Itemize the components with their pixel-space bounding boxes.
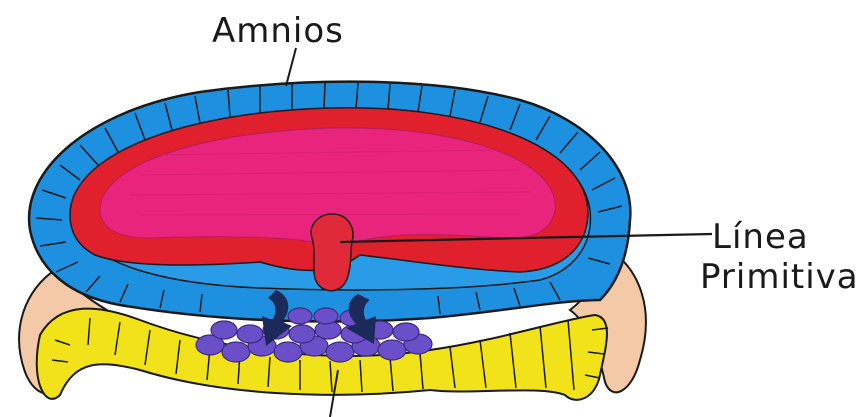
amnios-label: Amnios [212,11,344,51]
primitive-streak [311,214,353,291]
amnios-leader-line [286,48,296,86]
linea-label-line1: Línea [712,217,809,257]
linea-label-line2: Primitiva [700,257,859,297]
